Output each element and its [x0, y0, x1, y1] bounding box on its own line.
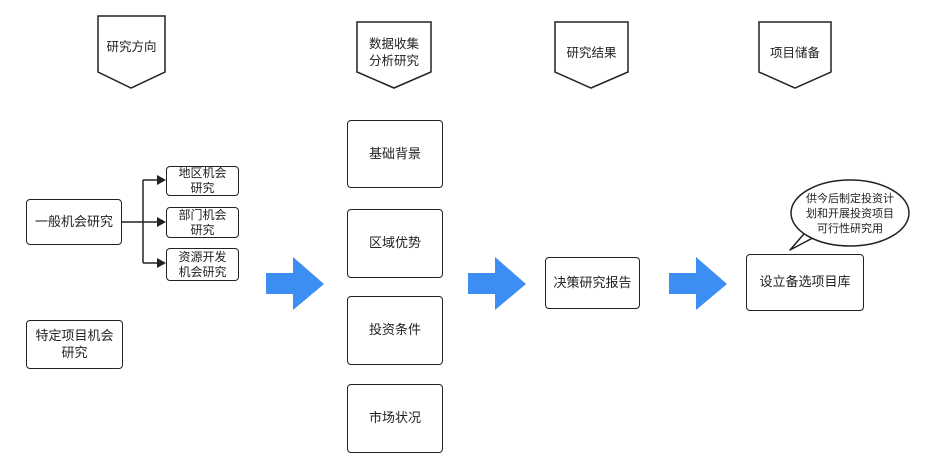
general-opportunity-box: 一般机会研究	[26, 199, 122, 245]
callout-bubble-shape	[789, 179, 910, 251]
analysis-item-investment-conditions: 投资条件	[347, 296, 443, 365]
header-reserve: 项目储备	[769, 45, 820, 60]
header-shape-reserve	[758, 21, 832, 89]
header-shape-data-collection	[356, 21, 432, 89]
regional-opportunity-box: 地区机会 研究	[166, 166, 239, 196]
sector-opportunity-box: 部门机会 研究	[166, 207, 239, 238]
analysis-item-regional-advantage: 区域优势	[347, 209, 443, 278]
decision-report-box: 决策研究报告	[545, 257, 640, 309]
tree-connector	[122, 179, 158, 264]
project-library-box: 设立备选项目库	[746, 254, 864, 311]
specific-project-box: 特定项目机会 研究	[26, 320, 123, 369]
header-data-collection: 数据收集 分析研究	[368, 36, 419, 68]
flow-arrow-2	[468, 257, 526, 310]
connector-arrowhead-regional	[157, 175, 166, 185]
header-direction: 研究方向	[106, 39, 157, 54]
callout-text: 供今后制定投资计 划和开展投资项目 可行性研究用	[806, 191, 894, 235]
resource-development-box: 资源开发 机会研究	[166, 248, 239, 281]
header-shape-results	[554, 21, 629, 89]
connector-arrowhead-sector	[157, 217, 166, 227]
header-results: 研究结果	[566, 45, 617, 60]
header-shape-direction	[97, 15, 166, 89]
flow-arrow-3	[669, 257, 727, 310]
connector-arrowhead-resource	[157, 258, 166, 268]
flow-arrow-1	[266, 257, 324, 310]
analysis-item-background: 基础背景	[347, 120, 443, 188]
analysis-item-market-status: 市场状况	[347, 384, 443, 453]
